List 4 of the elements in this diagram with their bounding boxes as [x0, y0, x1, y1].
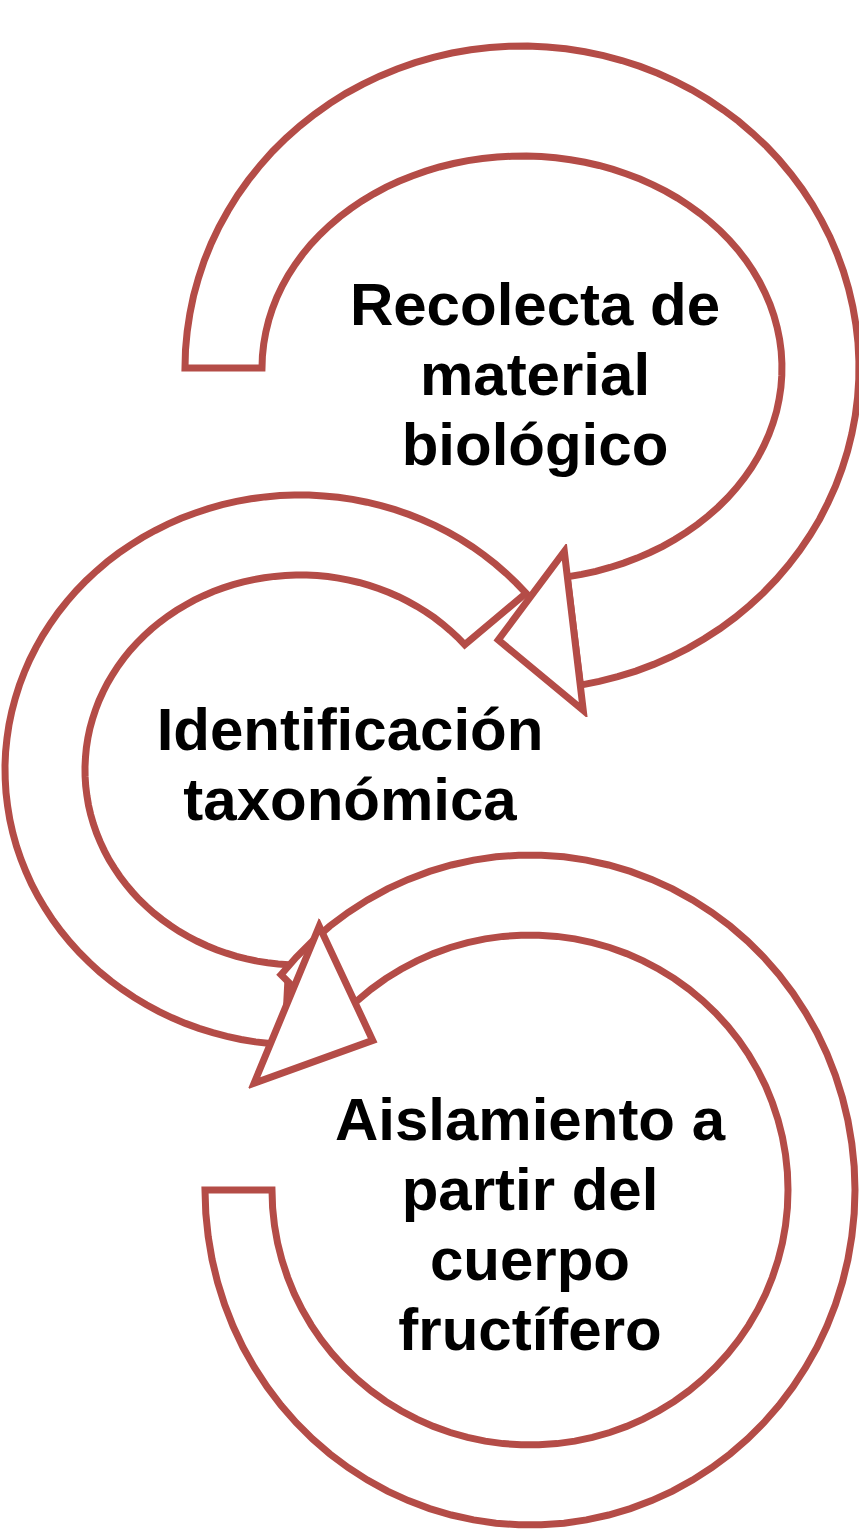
- arrow: [494, 547, 587, 714]
- step-label: Aislamiento a partir del cuerpo fructífero: [333, 1085, 727, 1365]
- step-label: Recolecta de material biológico: [348, 270, 722, 480]
- step-label: Identificación taxonómica: [155, 695, 545, 835]
